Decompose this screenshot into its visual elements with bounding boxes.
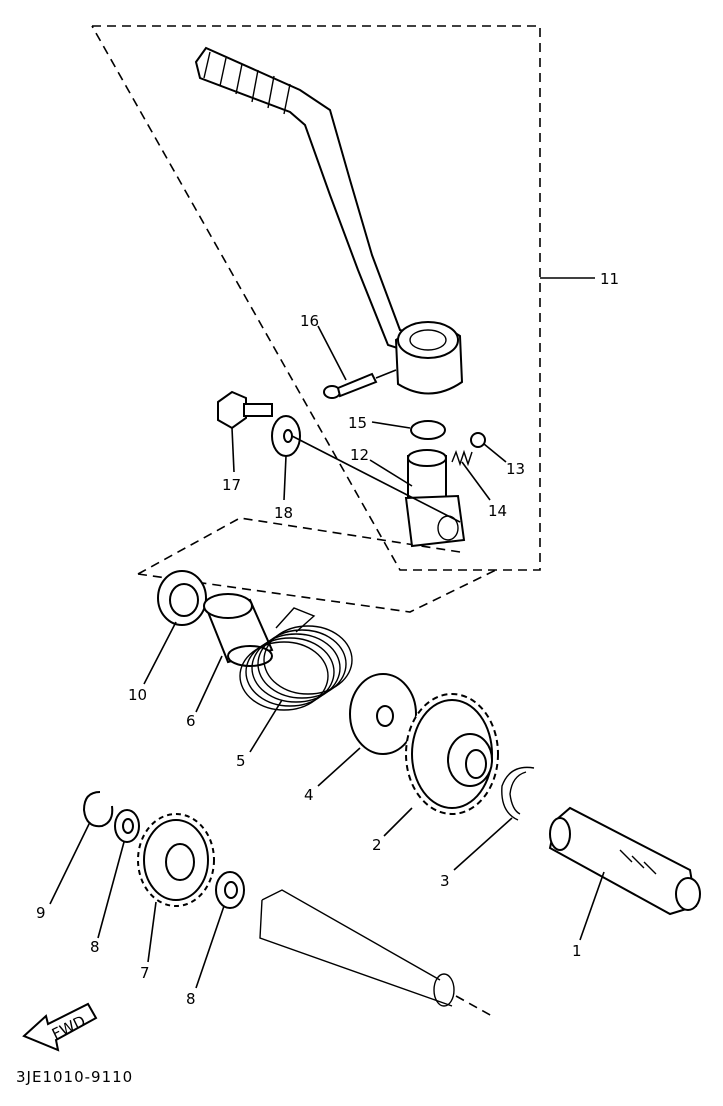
callout-7: 7 — [140, 964, 150, 982]
kick-shaft — [548, 806, 701, 916]
spring-group-boundary — [137, 517, 501, 613]
plain-washer-8-lower — [215, 871, 245, 909]
callout-10: 10 — [128, 686, 147, 704]
idle-gear — [137, 813, 215, 907]
oil-seal — [157, 570, 207, 626]
callout-2: 2 — [372, 836, 382, 854]
callout-18: 18 — [274, 504, 293, 522]
callout-13: 13 — [506, 460, 525, 478]
main-axle — [259, 889, 493, 1017]
callout-14: 14 — [488, 502, 507, 520]
kick-crank-lever — [194, 46, 464, 395]
kick-boss — [404, 449, 466, 548]
leader-lines — [49, 325, 605, 989]
fwd-label: FWD — [49, 1012, 88, 1044]
o-ring — [410, 420, 446, 440]
callout-11: 11 — [600, 270, 619, 288]
detent-ball — [470, 432, 486, 448]
callout-4: 4 — [304, 786, 314, 804]
circlip — [501, 766, 535, 821]
kick-crank-bolt — [323, 369, 397, 399]
detent-spring — [451, 449, 473, 467]
callout-1: 1 — [572, 942, 582, 960]
circlip-small — [82, 791, 114, 828]
kick-crank-assembly-boundary — [91, 25, 595, 571]
callout-labels: 11 16 15 12 13 14 17 18 10 6 5 4 2 3 1 9… — [36, 270, 619, 1008]
callout-17: 17 — [222, 476, 241, 494]
flange-bolt — [217, 390, 273, 430]
kick-crank-grip-ribs — [203, 51, 291, 115]
forward-arrow-icon: FWD — [22, 1002, 98, 1052]
callout-3: 3 — [440, 872, 450, 890]
callout-6: 6 — [186, 712, 196, 730]
diagram-code: 3JE1010-9110 — [16, 1068, 133, 1086]
torsion-spring — [239, 607, 353, 711]
callout-16: 16 — [300, 312, 319, 330]
callout-8-upper: 8 — [90, 938, 100, 956]
callout-15: 15 — [348, 414, 367, 432]
kick-gear — [405, 693, 499, 815]
plain-washer-8-upper — [114, 809, 140, 843]
callout-9: 9 — [36, 904, 46, 922]
callout-12: 12 — [350, 446, 369, 464]
callout-8-lower: 8 — [186, 990, 196, 1008]
plain-washer-18 — [271, 415, 461, 523]
callout-5: 5 — [236, 752, 246, 770]
spring-guide-collar — [203, 593, 274, 667]
thrust-washer — [349, 673, 417, 755]
